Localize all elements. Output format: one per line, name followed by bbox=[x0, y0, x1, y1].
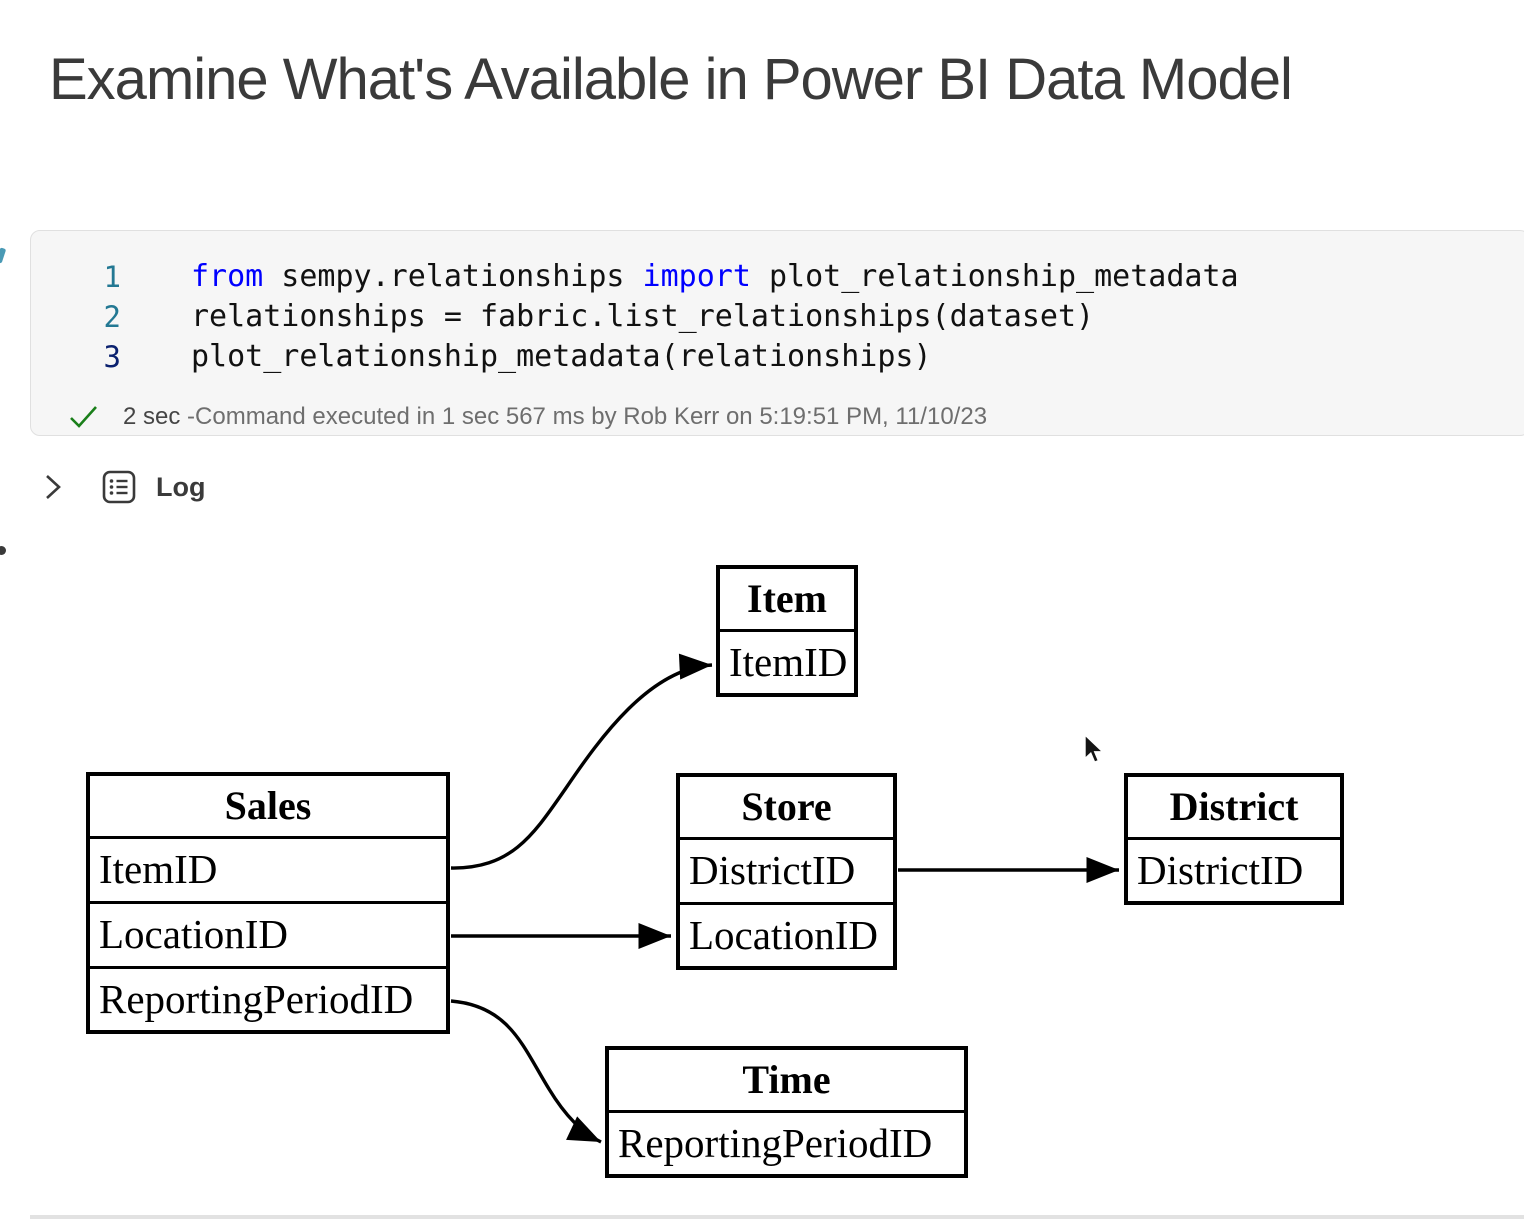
code-editor[interactable]: 1 from sempy.relationships import plot_r… bbox=[31, 257, 1521, 377]
table-item-title: Item bbox=[720, 569, 854, 632]
table-district-field-districtid: DistrictID bbox=[1137, 847, 1304, 893]
section-divider bbox=[30, 1215, 1524, 1219]
gutter-tick bbox=[0, 247, 7, 264]
page-title[interactable]: Examine What's Available in Power BI Dat… bbox=[49, 47, 1293, 112]
chevron-right-icon[interactable] bbox=[42, 471, 64, 503]
log-label: Log bbox=[156, 471, 206, 502]
table-sales: Sales ItemID LocationID ReportingPeriodI… bbox=[86, 772, 450, 1034]
log-list-icon bbox=[102, 470, 136, 504]
table-sales-field-locationid: LocationID bbox=[90, 904, 446, 969]
code-text: plot_relationship_metadata(relationships… bbox=[191, 339, 932, 374]
arrow-sales-itemid-to-item bbox=[450, 653, 713, 870]
code-line-2[interactable]: 2 relationships = fabric.list_relationsh… bbox=[31, 297, 1521, 337]
table-district: District DistrictID bbox=[1124, 773, 1344, 905]
line-number: 2 bbox=[103, 300, 121, 334]
code-line-1[interactable]: 1 from sempy.relationships import plot_r… bbox=[31, 257, 1521, 297]
table-store-title: Store bbox=[680, 777, 893, 840]
code-line-3[interactable]: 3 plot_relationship_metadata(relationshi… bbox=[31, 337, 1521, 377]
table-sales-field-itemid: ItemID bbox=[90, 839, 446, 904]
check-icon bbox=[69, 405, 99, 430]
table-time: Time ReportingPeriodID bbox=[605, 1046, 968, 1178]
table-sales-title: Sales bbox=[90, 776, 446, 839]
cell-execution-status: 2 sec -Command executed in 1 sec 567 ms … bbox=[69, 403, 987, 431]
table-store-field-districtid: DistrictID bbox=[680, 840, 893, 905]
table-district-title: District bbox=[1128, 777, 1340, 840]
gutter-dot bbox=[0, 546, 6, 555]
log-section-toggle[interactable]: Log bbox=[42, 470, 205, 504]
table-item: Item ItemID bbox=[716, 565, 858, 697]
code-cell: 1 from sempy.relationships import plot_r… bbox=[30, 230, 1524, 436]
status-detail: -Command executed in 1 sec 567 ms by Rob… bbox=[180, 403, 988, 430]
code-text: relationships = fabric.list_relationship… bbox=[191, 299, 1095, 334]
arrow-sales-reportingperiodid-to-time bbox=[450, 999, 602, 1144]
code-text: from sempy.relationships import plot_rel… bbox=[191, 259, 1239, 294]
table-time-title: Time bbox=[609, 1050, 964, 1113]
table-store: Store DistrictID LocationID bbox=[676, 773, 897, 970]
mouse-cursor bbox=[1084, 733, 1105, 764]
line-number: 3 bbox=[103, 340, 121, 374]
line-number: 1 bbox=[103, 260, 121, 294]
table-time-field-reportingperiodid: ReportingPeriodID bbox=[618, 1120, 933, 1166]
table-sales-field-reportingperiodid: ReportingPeriodID bbox=[99, 976, 414, 1022]
table-item-field-itemid: ItemID bbox=[729, 639, 848, 685]
table-store-field-locationid: LocationID bbox=[689, 912, 878, 958]
status-duration: 2 sec bbox=[123, 403, 181, 430]
